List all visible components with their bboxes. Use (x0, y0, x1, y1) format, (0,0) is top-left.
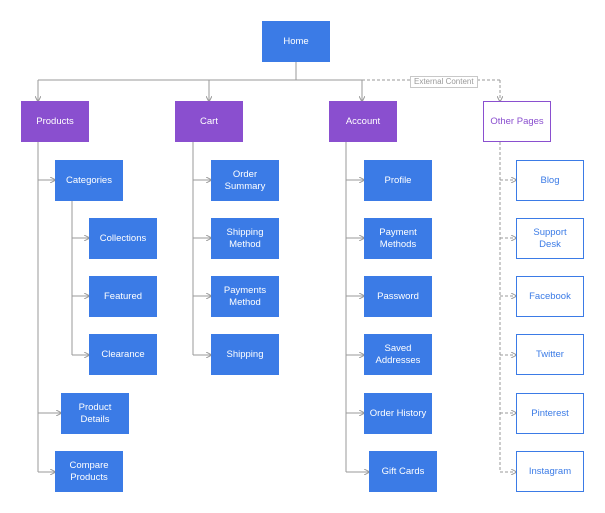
node-products[interactable]: Products (21, 101, 89, 142)
node-payment-methods[interactable]: Payment Methods (364, 218, 432, 259)
node-instagram[interactable]: Instagram (516, 451, 584, 492)
node-other-pages[interactable]: Other Pages (483, 101, 551, 142)
node-shipping[interactable]: Shipping (211, 334, 279, 375)
node-shipping-method[interactable]: Shipping Method (211, 218, 279, 259)
node-profile[interactable]: Profile (364, 160, 432, 201)
node-collections[interactable]: Collections (89, 218, 157, 259)
node-cart[interactable]: Cart (175, 101, 243, 142)
node-categories[interactable]: Categories (55, 160, 123, 201)
node-product-details[interactable]: Product Details (61, 393, 129, 434)
node-blog[interactable]: Blog (516, 160, 584, 201)
node-saved-addresses[interactable]: Saved Addresses (364, 334, 432, 375)
node-twitter[interactable]: Twitter (516, 334, 584, 375)
node-account[interactable]: Account (329, 101, 397, 142)
node-clearance[interactable]: Clearance (89, 334, 157, 375)
node-home[interactable]: Home (262, 21, 330, 62)
node-compare-products[interactable]: Compare Products (55, 451, 123, 492)
node-support-desk[interactable]: Support Desk (516, 218, 584, 259)
node-order-summary[interactable]: Order Summary (211, 160, 279, 201)
edge-label-external-content: External Content (410, 76, 478, 88)
node-facebook[interactable]: Facebook (516, 276, 584, 317)
node-featured[interactable]: Featured (89, 276, 157, 317)
node-pinterest[interactable]: Pinterest (516, 393, 584, 434)
node-order-history[interactable]: Order History (364, 393, 432, 434)
node-payments-method[interactable]: Payments Method (211, 276, 279, 317)
node-password[interactable]: Password (364, 276, 432, 317)
node-gift-cards[interactable]: Gift Cards (369, 451, 437, 492)
